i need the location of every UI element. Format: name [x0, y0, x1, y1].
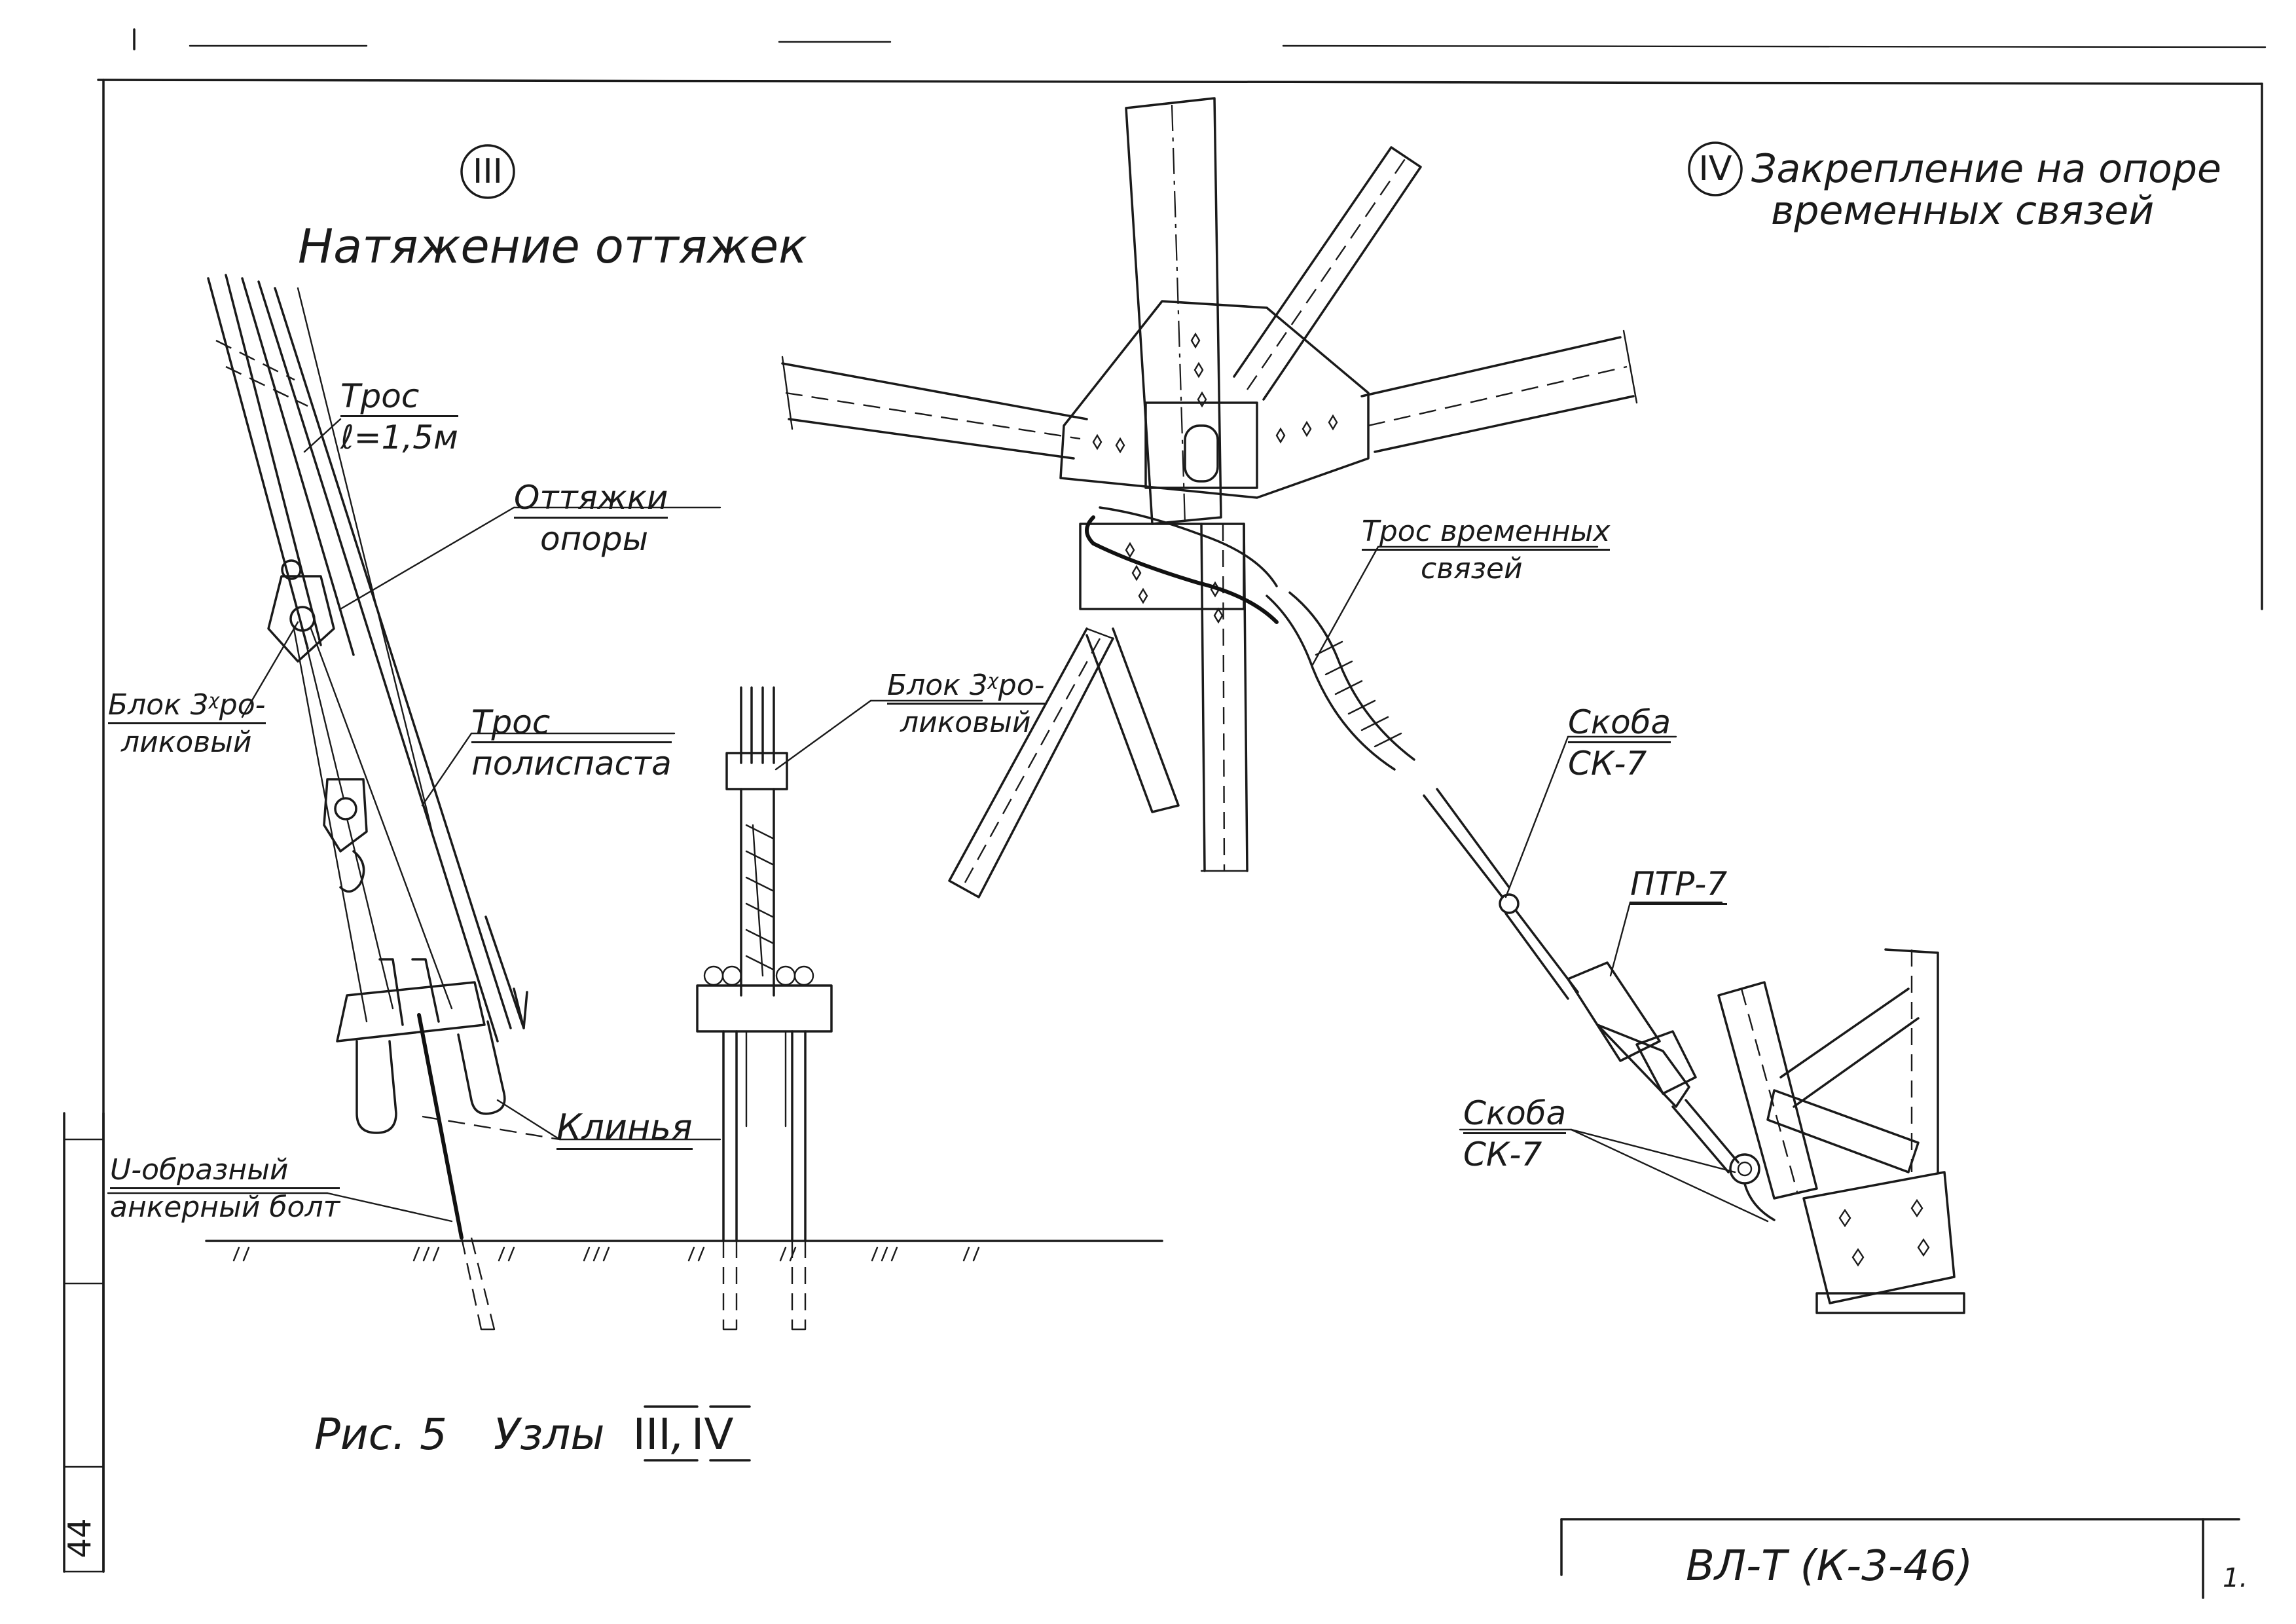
rope-to-turnbuckle	[1423, 788, 1776, 1221]
caption-nodes-word: Узлы	[493, 1409, 605, 1460]
wedge-clamp	[336, 958, 506, 1134]
tension-direction-arrow	[484, 915, 528, 1029]
node-III-title: Натяжение оттяжек	[298, 219, 807, 274]
node-IV-title: Закрепление на опоре временных связей	[1751, 149, 2221, 231]
sheet-frame	[63, 28, 2267, 1599]
right-arm	[1360, 329, 1638, 453]
label-pulley-rope-line2: полиспаста	[471, 745, 672, 783]
label-temp-rope-line1: Трос временных	[1362, 517, 1611, 551]
guy-ropes	[207, 274, 512, 1043]
lower-tower-base	[1717, 948, 1965, 1314]
margin-sheet-number: 44	[62, 1518, 99, 1559]
label-rope-short-line1: Трос	[340, 380, 458, 417]
label-temp-rope: Трос временных связей	[1362, 517, 1611, 585]
left-arm	[781, 356, 1088, 460]
node-IV-drawing	[781, 97, 1965, 1314]
ground-line	[205, 1240, 1163, 1262]
gusset-plate	[1059, 300, 1370, 499]
label-pulley-rope: Трос полиспаста	[471, 706, 672, 780]
turnbuckle-ptr-7	[1567, 961, 1661, 1062]
lower-diagonals	[948, 627, 1180, 898]
label-turnbuckle: ПТР-7	[1630, 868, 1728, 905]
label-block-left-line2: ликовый	[121, 726, 252, 759]
node-III-marker-circle	[460, 144, 515, 199]
label-u-bolt-line1: U-образный	[110, 1156, 340, 1189]
label-tower-guys-line2: опоры	[540, 520, 649, 558]
node-IV-leaders	[1311, 545, 1769, 1223]
lower-pulley-block	[323, 778, 368, 893]
node-III-number: III	[472, 152, 503, 191]
figure-caption: Рис. 5 Узлы III,IV	[314, 1413, 734, 1456]
anchor-side-view	[696, 686, 833, 1331]
title-block-code: ВЛ-Т (К-3-46)	[1686, 1542, 1973, 1591]
lower-shackle	[1729, 1153, 1760, 1185]
label-shackle-top-line2: СК-7	[1568, 745, 1647, 783]
label-tower-guys: Оттяжки опоры	[514, 481, 668, 555]
label-wedges: Клинья	[556, 1110, 693, 1150]
node-IV-number: IV	[1698, 149, 1732, 189]
label-rope-short: Трос ℓ=1,5м	[340, 380, 458, 454]
caption-node-IV: IV	[691, 1409, 734, 1460]
label-tower-guys-line1: Оттяжки	[514, 481, 668, 519]
diagonal-member-top	[1233, 146, 1422, 401]
node-IV-title-line1: Закрепление на опоре	[1751, 146, 2221, 192]
label-temp-rope-line2: связей	[1421, 552, 1523, 585]
node-IV-marker-circle	[1688, 141, 1743, 196]
caption-numeral-bars	[644, 1405, 751, 1462]
label-u-bolt: U-образный анкерный болт	[110, 1156, 340, 1222]
label-u-bolt-line2: анкерный болт	[110, 1190, 340, 1224]
title-block-sheet-mark: 1.	[2223, 1563, 2248, 1593]
temporary-bracing-rope	[1266, 591, 1415, 771]
caption-node-III: III	[632, 1409, 671, 1460]
label-block-mid-line1: Блок 3ᵡро-	[887, 671, 1045, 705]
label-block-mid-line2: ликовый	[900, 706, 1031, 739]
upper-pulley-block	[267, 559, 335, 663]
upper-shackle	[1499, 893, 1520, 914]
label-shackle-bottom: Скоба СК-7	[1463, 1097, 1567, 1173]
caption-fig-number: Рис. 5	[314, 1409, 447, 1460]
pulley-rope-lines	[292, 624, 453, 1023]
label-shackle-top: Скоба СК-7	[1568, 706, 1671, 780]
label-pulley-rope-line1: Трос	[471, 706, 672, 743]
tower-leg	[1125, 97, 1248, 872]
label-shackle-bottom-line2: СК-7	[1463, 1135, 1542, 1173]
label-shackle-bottom-line1: Скоба	[1463, 1097, 1567, 1134]
caption-separator: ,	[670, 1409, 685, 1460]
node-III-leaders	[107, 418, 983, 1223]
lower-connection-plate	[1079, 506, 1279, 624]
label-shackle-top-line1: Скоба	[1568, 706, 1671, 743]
u-bolt	[417, 1013, 496, 1331]
label-block-mid: Блок 3ᵡро- ликовый	[887, 671, 1045, 737]
label-block-left: Блок 3ᵡро- ликовый	[108, 691, 266, 757]
node-IV-title-line2: временных связей	[1771, 188, 2155, 234]
label-rope-short-line2: ℓ=1,5м	[340, 418, 458, 456]
label-block-left-line1: Блок 3ᵡро-	[108, 691, 266, 724]
node-III-drawing	[107, 144, 1163, 1331]
